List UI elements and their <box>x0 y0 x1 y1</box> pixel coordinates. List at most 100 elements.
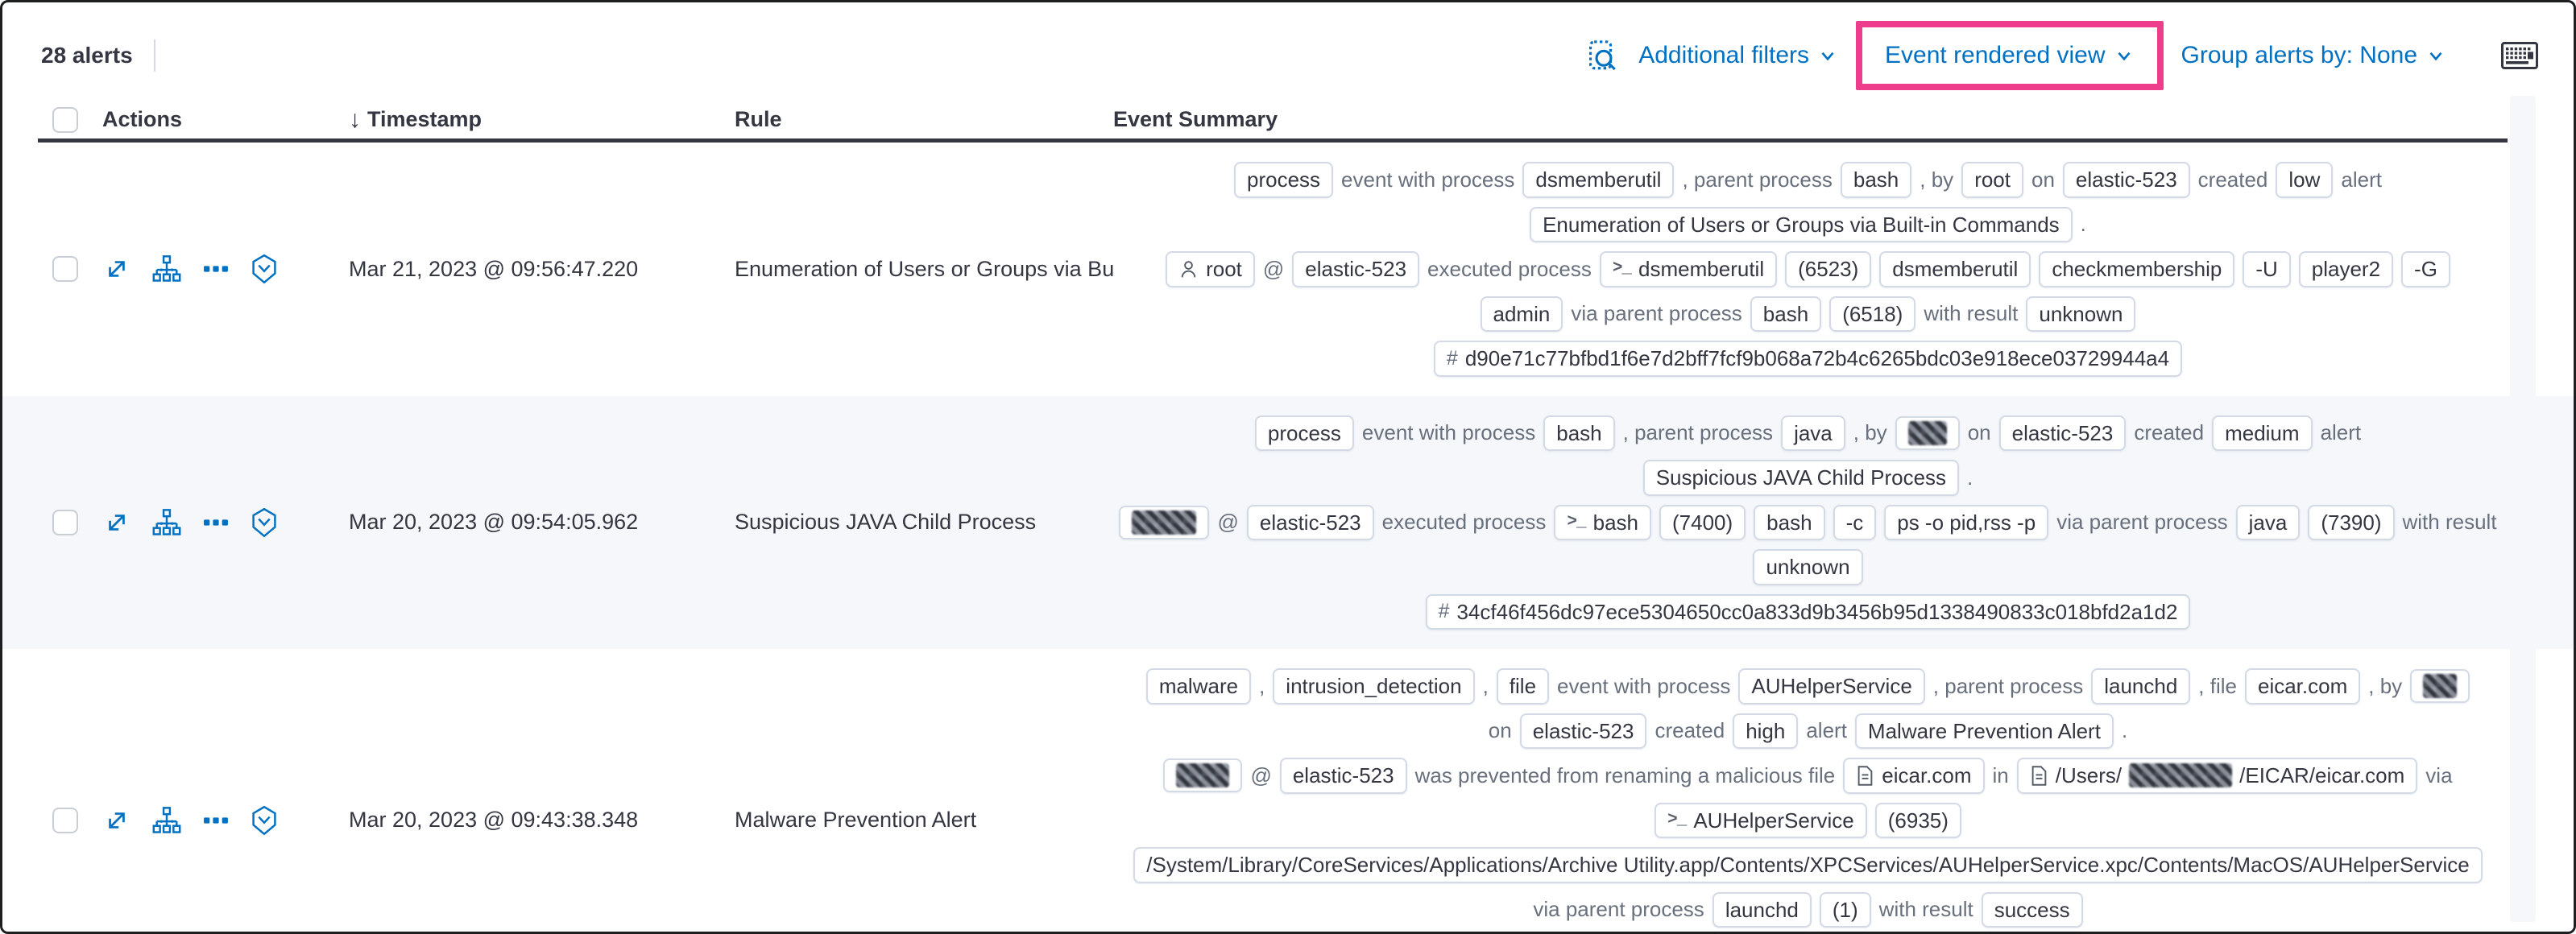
summary-text: . <box>2080 212 2086 237</box>
summary-badge[interactable]: (6518) <box>1829 295 1916 332</box>
open-session-view-icon <box>250 254 279 284</box>
expand-alert-button[interactable] <box>102 508 131 537</box>
group-alerts-by-button[interactable]: Group alerts by: None <box>2170 42 2458 69</box>
summary-badge[interactable]: -G <box>2401 251 2450 287</box>
more-actions-button[interactable] <box>202 509 230 536</box>
summary-badge[interactable]: Suspicious JAVA Child Process <box>1642 460 1960 496</box>
summary-badge[interactable]: >_bash <box>1554 504 1652 540</box>
badge-text: (7390) <box>2321 510 2382 535</box>
summary-badge[interactable] <box>1895 415 1960 450</box>
summary-badge[interactable]: bash <box>1754 504 1825 540</box>
summary-badge[interactable]: elastic-523 <box>1519 713 1647 749</box>
summary-badge[interactable]: checkmembership <box>2039 251 2235 287</box>
summary-badge[interactable]: unknown <box>2026 295 2136 332</box>
summary-badge[interactable]: (6523) <box>1785 251 1872 287</box>
summary-badge[interactable]: java <box>2235 504 2301 540</box>
summary-badge[interactable]: high <box>1733 713 1799 749</box>
summary-badge[interactable]: elastic-523 <box>1246 504 1374 540</box>
summary-badge[interactable]: dsmemberutil <box>1879 251 2031 287</box>
summary-badge[interactable]: ps -o pid,rss -p <box>1884 504 2049 540</box>
inspect-button[interactable] <box>1577 39 1627 72</box>
summary-badge[interactable]: (7400) <box>1659 504 1746 540</box>
summary-badge[interactable]: launchd <box>1712 891 1812 928</box>
column-header-rule[interactable]: Rule <box>735 107 782 131</box>
select-all-checkbox[interactable] <box>52 106 78 133</box>
summary-badge[interactable]: root <box>1961 162 2023 198</box>
summary-badge[interactable]: eicar.com <box>1843 758 1985 794</box>
summary-badge[interactable]: medium <box>2212 415 2313 451</box>
row-checkbox[interactable] <box>52 807 78 833</box>
summary-badge[interactable]: launchd <box>2091 668 2191 705</box>
summary-badge[interactable]: dsmemberutil <box>1522 162 1675 198</box>
badge-text: elastic-523 <box>1532 718 1634 743</box>
summary-badge[interactable]: admin <box>1480 295 1563 332</box>
hash-icon: # <box>1438 600 1450 623</box>
column-header-event-summary[interactable]: Event Summary <box>1113 107 1278 131</box>
badge-text: java <box>2248 510 2288 535</box>
badge-text: root <box>1974 167 2011 192</box>
open-session-view-button[interactable] <box>250 805 279 836</box>
summary-badge[interactable]: (7390) <box>2308 504 2395 540</box>
summary-badge[interactable] <box>2410 669 2470 704</box>
summary-badge[interactable]: #34cf46f456dc97ece5304650cc0a833d9b3456b… <box>1425 593 2191 630</box>
analyze-event-button[interactable] <box>151 806 182 835</box>
summary-badge[interactable]: unknown <box>1753 549 1863 585</box>
vertical-scrollbar[interactable] <box>2510 96 2536 922</box>
row-checkbox[interactable] <box>52 509 78 535</box>
summary-badge[interactable]: >_AUHelperService <box>1655 802 1867 838</box>
summary-badge[interactable] <box>1119 505 1210 539</box>
rule-value[interactable]: Enumeration of Users or Groups via Bui <box>735 256 1113 281</box>
summary-badge[interactable]: file <box>1496 668 1550 705</box>
additional-filters-button[interactable]: Additional filters <box>1627 42 1849 69</box>
summary-badge[interactable]: /System/Library/CoreServices/Application… <box>1133 847 2483 883</box>
summary-badge[interactable]: Enumeration of Users or Groups via Built… <box>1530 206 2073 242</box>
summary-badge[interactable]: Malware Prevention Alert <box>1854 713 2114 749</box>
summary-badge[interactable]: player2 <box>2298 251 2394 287</box>
expand-alert-button[interactable] <box>102 806 131 835</box>
badge-text: elastic-523 <box>1259 510 1361 535</box>
alert-row: Mar 20, 2023 @ 09:43:38.348 Malware Prev… <box>2 649 2574 932</box>
summary-badge[interactable]: elastic-523 <box>1998 415 2127 451</box>
summary-badge[interactable]: elastic-523 <box>1279 758 1407 794</box>
summary-badge[interactable]: elastic-523 <box>2062 162 2190 198</box>
summary-badge[interactable]: bash <box>1543 415 1615 451</box>
rule-value[interactable]: Suspicious JAVA Child Process <box>735 510 1037 535</box>
summary-badge[interactable]: AUHelperService <box>1738 668 1925 705</box>
summary-badge[interactable]: bash <box>1750 295 1822 332</box>
summary-badge[interactable]: /Users//EICAR/eicar.com <box>2016 758 2418 794</box>
summary-badge[interactable]: elastic-523 <box>1292 251 1420 287</box>
analyze-event-button[interactable] <box>151 508 182 537</box>
open-session-view-button[interactable] <box>250 507 279 538</box>
more-actions-button[interactable] <box>202 807 230 834</box>
user-icon <box>1178 259 1199 279</box>
open-session-view-icon <box>250 507 279 538</box>
more-actions-button[interactable] <box>202 255 230 283</box>
summary-badge[interactable]: eicar.com <box>2244 668 2361 705</box>
badge-text: (7400) <box>1672 510 1733 535</box>
summary-badge[interactable]: success <box>1981 891 2083 928</box>
badge-text: /System/Library/CoreServices/Application… <box>1146 853 2470 877</box>
summary-badge[interactable]: >_dsmemberutil <box>1599 251 1778 287</box>
summary-badge[interactable]: bash <box>1840 162 1912 198</box>
summary-badge[interactable]: process <box>1254 415 1354 451</box>
summary-badge[interactable]: malware <box>1145 668 1252 705</box>
summary-badge[interactable]: #d90e71c77bfbd1f6e7d2bff7fcf9b068a72b4c6… <box>1433 341 2183 377</box>
analyze-event-button[interactable] <box>151 254 182 283</box>
summary-badge[interactable]: (1) <box>1819 891 1871 928</box>
row-checkbox[interactable] <box>52 256 78 283</box>
summary-badge[interactable]: -U <box>2243 251 2291 287</box>
summary-badge[interactable]: intrusion_detection <box>1273 668 1475 705</box>
view-selector-button[interactable]: Event rendered view <box>1874 42 2146 69</box>
expand-alert-button[interactable] <box>102 254 131 283</box>
summary-badge[interactable]: low <box>2276 162 2334 198</box>
summary-badge[interactable]: java <box>1781 415 1845 451</box>
summary-badge[interactable] <box>1163 758 1243 793</box>
open-session-view-button[interactable] <box>250 254 279 284</box>
rule-value[interactable]: Malware Prevention Alert <box>735 808 977 833</box>
summary-badge[interactable]: process <box>1234 162 1334 198</box>
summary-badge[interactable]: -c <box>1833 504 1877 540</box>
summary-badge[interactable]: (6935) <box>1874 802 1961 838</box>
summary-badge[interactable]: root <box>1166 251 1255 287</box>
column-header-timestamp[interactable]: ↓ Timestamp <box>349 105 482 133</box>
keyboard-shortcuts-button[interactable] <box>2501 42 2538 69</box>
